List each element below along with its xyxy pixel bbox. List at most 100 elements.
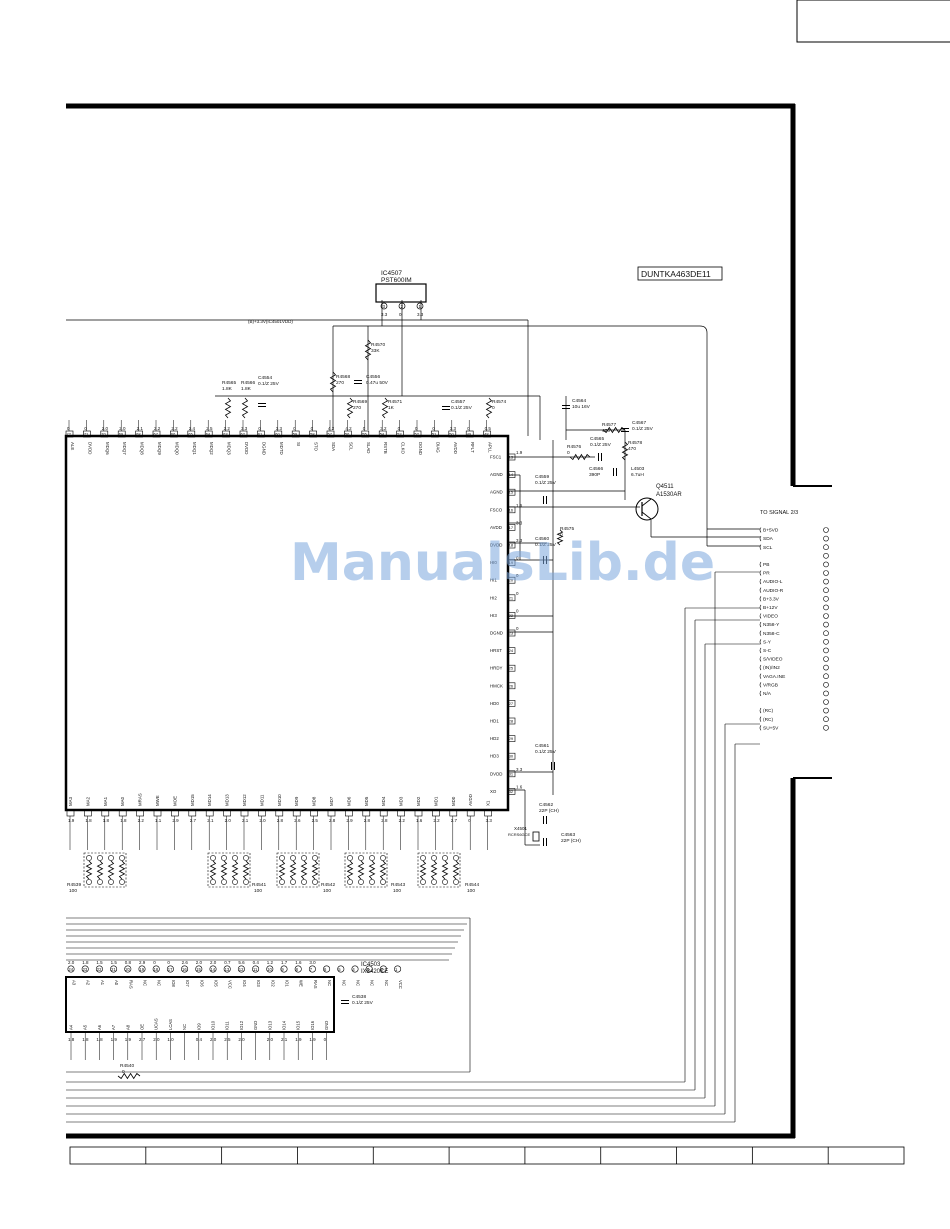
ic4503-top-pin-name: IO1 [285, 980, 290, 987]
main-top-pin-voltage: 0 [363, 426, 366, 431]
ic4503-top-pin-voltage: 0 [153, 960, 156, 965]
main-top-pin-number: 58 [310, 432, 315, 437]
r4568-val: 270 [336, 380, 344, 386]
connector-title: TO SIGNAL 2/3 [760, 510, 798, 516]
ic4507-pin-voltage: 3.3 [417, 312, 424, 317]
c4561-ref: C4561 [535, 743, 549, 749]
main-top-pin-number: 62 [241, 432, 246, 437]
r4570-ref: R4570 [371, 342, 385, 348]
ic4503-top-pin-voltage: 2.6 [182, 960, 189, 965]
ic4503-top-pin [124, 965, 132, 973]
main-top-pin-voltage: 0 [415, 426, 418, 431]
ic4503-top-pin [95, 965, 103, 973]
main-bottom-pin-box [292, 809, 301, 817]
main-bottom-pin-name: MA0 [120, 796, 125, 806]
ic4503-part: IX3420CE [361, 969, 388, 975]
main-top-pin-number: 60 [275, 432, 280, 437]
main-top-pin-box [274, 430, 283, 438]
main-bottom-pin-box [171, 809, 179, 817]
connector-signal: N358-C [763, 631, 780, 637]
main-top-pin-name: SCL [348, 442, 353, 451]
connector-pin [823, 707, 829, 714]
ic4503-top-pin [379, 965, 387, 973]
ic4503-top-pin-name: NC [356, 980, 361, 986]
main-bottom-pin-voltage: 2.2 [399, 818, 406, 823]
main-right-pin-voltage: 0 [516, 626, 519, 631]
connector-pin [823, 527, 829, 533]
main-right-pin-box [507, 524, 516, 531]
ic4503-top-pin-name: WE [299, 980, 304, 987]
main-right-pin-voltage: 1.9 [516, 450, 523, 455]
ic4503-top-pin-number: 15 [196, 967, 201, 972]
connector-signal: N358-Y [763, 622, 780, 628]
r4544-val: 100 [467, 888, 475, 894]
main-top-pin-number: 52 [415, 432, 420, 437]
connector-signal: (RC) [763, 708, 774, 714]
main-right-pin-number: 31 [509, 771, 514, 776]
r4574-val: 0 [492, 405, 495, 411]
ic4503-top-pin-name: A2 [86, 980, 91, 986]
ic4503-top-pin-number: 19 [139, 967, 144, 972]
main-right-pin-name: HMCK [490, 683, 503, 688]
connector-pin [823, 638, 829, 645]
ic4503-top-pin [209, 965, 217, 973]
c4560-symbol [543, 556, 547, 564]
main-top-pin-box [326, 430, 335, 438]
r4541-pack [207, 852, 251, 888]
main-right-pin-name: AGND [490, 472, 503, 477]
connector-signal: (RC) [763, 717, 774, 723]
ic4503-top-pin [237, 965, 245, 973]
main-right-pin-voltage: 3.3 [516, 767, 523, 772]
main-right-pin-name: DVDD [490, 771, 502, 776]
ic4503-bottom-pin-name: NC [182, 1024, 187, 1030]
connector-signal: B+5VD [763, 528, 779, 534]
main-right-pin-box [507, 594, 516, 602]
main-bottom-pin-name: MA3 [68, 796, 73, 806]
crystal-x4501: X4501 RCRS6GCE [508, 826, 540, 842]
main-bottom-pin-name: MD6 [346, 796, 351, 806]
ic4503-top-pin-number: 17 [168, 967, 173, 972]
r4575-ref: R4575 [560, 526, 574, 532]
transistor-q4511: Q4511 A1530AR [635, 484, 682, 521]
main-top-pin-box [222, 430, 230, 438]
main-top-pin-name: MDQ0 [174, 442, 179, 455]
r4543-pack [344, 852, 388, 888]
main-right-pin-voltage: 1.6 [516, 503, 523, 508]
main-right-pin-number: 19 [509, 560, 514, 565]
connector-pin [823, 561, 829, 568]
memory-bus-wires [66, 571, 760, 1123]
r4540-symbol [117, 1072, 141, 1080]
ic4503-top-pin-name: IO2 [270, 980, 275, 987]
main-right-pin-number: 25 [509, 666, 514, 671]
main-top-pin-name: DVDD [87, 442, 92, 454]
power-bus [66, 300, 708, 529]
main-top-pin-number: 55 [362, 432, 367, 437]
ic4503-bottom-pin-voltage: 1.8 [82, 1037, 89, 1042]
main-top-pin-name: MDQ1 [192, 442, 197, 455]
r4574-ref: R4574 [492, 399, 506, 405]
main-bottom-pin-box [66, 809, 75, 817]
ic4503-bottom-pin-voltage: 2.1 [281, 1037, 288, 1042]
main-bottom-pin-voltage: 2.1 [207, 818, 214, 823]
r4543-element [379, 860, 387, 880]
connector-pin [823, 621, 829, 628]
ic4503-bottom-pin-voltage: 0.4 [196, 1037, 203, 1042]
c4538-val: 0.1/Z 25V [352, 1000, 374, 1006]
r4542-val: 100 [323, 888, 331, 894]
c4559-symbol [543, 496, 547, 504]
main-bottom-pin-name: MD11 [259, 794, 264, 806]
main-top-pin-number: 53 [397, 432, 402, 437]
ic4503-top-pin [294, 965, 302, 973]
main-top-pin-box [117, 430, 126, 438]
ic4503-top-pin-name: RAS [128, 980, 133, 989]
c4564-val: 10u 16V [572, 404, 591, 410]
main-top-pin-number: 65 [188, 432, 193, 437]
main-right-pin-name: AGND [490, 490, 503, 495]
ic4503-top-pin [394, 965, 402, 973]
bus-label: (B)+3.3V(IC4501VDD) [248, 319, 293, 324]
q4511-part: A1530AR [656, 492, 682, 498]
main-top-pin-box [170, 430, 178, 438]
main-bottom-pin-voltage: 1.1 [155, 818, 162, 823]
main-right-pin-number: 24 [509, 648, 514, 653]
